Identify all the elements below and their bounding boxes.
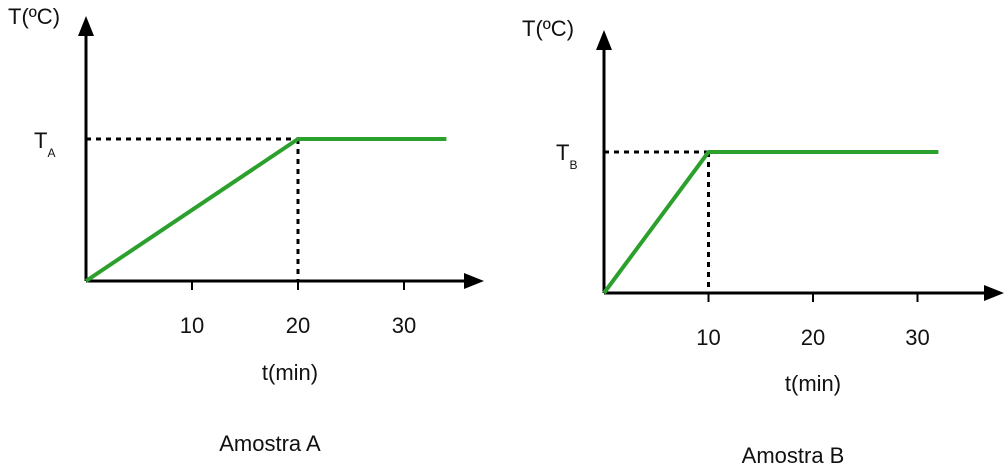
chart-caption: Amostra B [742,443,845,468]
level-label: TB [556,140,577,172]
x-tick-label: 20 [801,325,825,350]
y-axis-title: T(ºC) [8,4,60,29]
level-label-main: T [556,140,569,165]
x-axis-arrowhead [464,273,484,289]
x-tick-label: 20 [286,313,310,338]
x-axis-arrowhead [984,285,1004,301]
x-tick-label: 30 [392,313,416,338]
level-label-main: T [34,128,47,153]
x-axis-title: t(min) [785,371,841,396]
y-axis-title: T(ºC) [522,16,574,41]
y-axis-arrowhead [596,30,612,50]
level-label-subscript: B [569,158,577,172]
x-tick-label: 10 [696,325,720,350]
temperature-series-line [84,137,447,283]
level-label: TA [34,128,55,160]
chart-caption: Amostra A [219,431,321,456]
y-axis-arrowhead [78,16,94,36]
x-tick-label: 30 [905,325,929,350]
x-axis-title: t(min) [262,360,318,385]
panel-amostra-a: 10 20 30 TA T(ºC) t(min) Amostra A [8,4,484,456]
level-label-subscript: A [47,146,55,160]
x-tick-label: 10 [180,313,204,338]
panel-amostra-b: 10 20 30 TB T(ºC) t(min) Amostra B [522,16,1004,468]
temperature-series-line [602,150,939,295]
